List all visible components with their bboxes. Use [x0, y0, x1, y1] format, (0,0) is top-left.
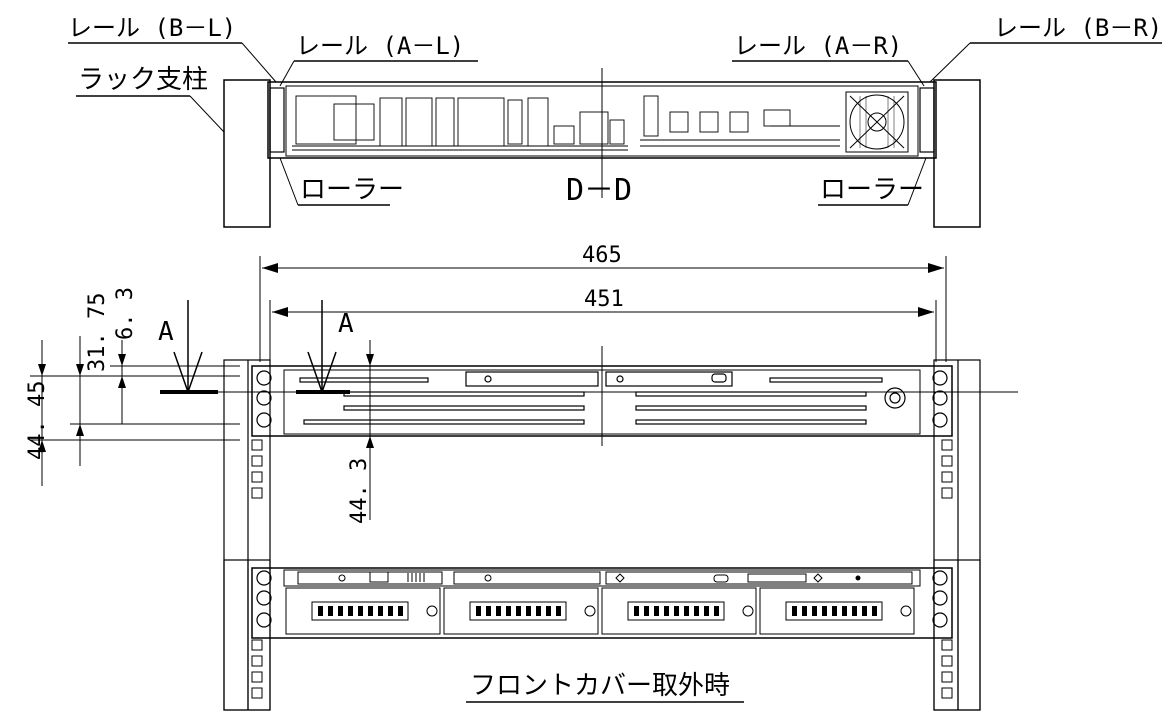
label-roller-right: ローラー	[818, 157, 927, 206]
arrow-right-label: A	[338, 309, 354, 339]
section-arrow-right: A	[296, 300, 354, 395]
control-panel-details	[297, 571, 913, 585]
hdd-bays	[285, 587, 915, 635]
rail-a-l-text: レール (A－L)	[296, 32, 464, 60]
rail-b-r-text: レール (B－R)	[994, 14, 1162, 42]
rail-right	[919, 87, 935, 153]
dim-31-75-text: 31. 75	[85, 293, 110, 372]
rail-left	[269, 87, 285, 153]
hdd-grilles	[318, 606, 877, 616]
label-rack-post: ラック支柱	[76, 65, 225, 133]
roller-right-text: ローラー	[820, 175, 924, 205]
arrow-left-label: A	[158, 317, 174, 347]
label-rail-a-r: レール (A－R)	[732, 32, 925, 87]
front-view: 465 451	[25, 243, 1018, 711]
dimension-arrowheads	[38, 354, 374, 452]
bottom-ears	[256, 570, 948, 628]
internal-components	[292, 95, 840, 151]
label-roller-left: ローラー	[279, 157, 404, 206]
roller-left-text: ローラー	[300, 175, 404, 205]
dim-451-text: 451	[584, 287, 624, 312]
rack-post-left	[223, 79, 271, 228]
section-label: D－D	[566, 173, 632, 208]
dim-6-3-text: 6. 3	[113, 287, 138, 340]
rail-a-r-text: レール (A－R)	[734, 32, 902, 60]
rack-post-bottom-left	[223, 559, 271, 711]
vent-slots	[299, 371, 883, 425]
dim-44-3-text: 44. 3	[347, 458, 372, 524]
rack-post-bottom-right	[933, 559, 981, 711]
rack-post-right	[933, 79, 981, 228]
rack-ears	[256, 370, 948, 428]
rack-holes	[251, 439, 953, 699]
caption-front-cover-removed: フロントカバー取外時	[470, 671, 730, 701]
top-section-view: レール (B－L) レール (A－L) レール (A－R) レール (B－R) …	[68, 14, 1162, 228]
label-rail-a-l: レール (A－L)	[279, 32, 478, 87]
label-rail-b-r: レール (B－R)	[929, 14, 1162, 83]
rack-post-text: ラック支柱	[78, 65, 208, 95]
bottom-front-view: フロントカバー取外時	[223, 559, 981, 711]
section-arrow-left: A	[158, 300, 218, 395]
dim-44-45-text: 44. 45	[25, 381, 50, 460]
chassis-bottom	[251, 567, 953, 639]
lock-icon	[884, 387, 906, 409]
control-panel-strip	[283, 569, 921, 587]
label-rail-b-l: レール (B－L)	[68, 14, 277, 83]
rail-b-l-text: レール (B－L)	[68, 14, 236, 42]
dim-465-text: 465	[582, 243, 622, 268]
fan-icon	[845, 91, 909, 153]
